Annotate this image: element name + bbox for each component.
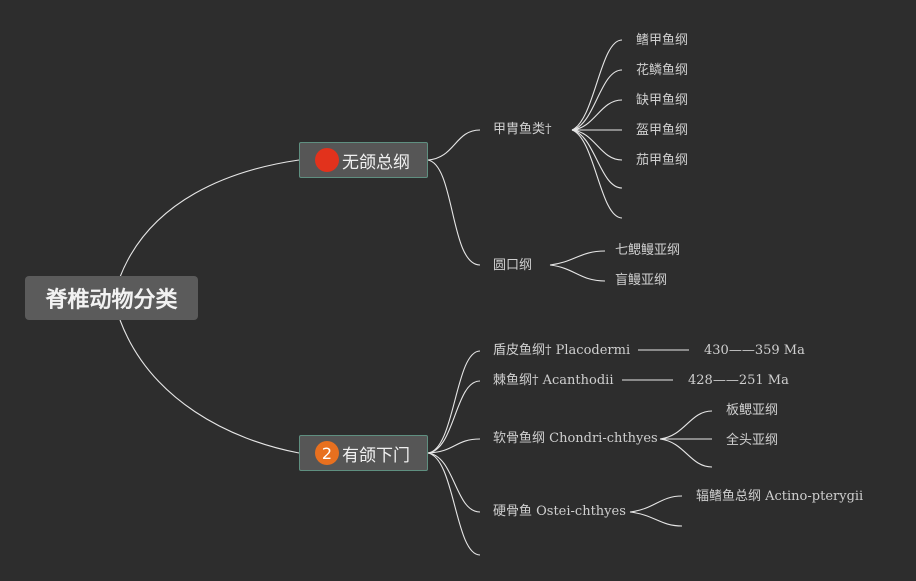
priority-2-icon: 2 [315, 441, 339, 465]
connector-root-branch2 [119, 319, 300, 454]
node-ruangu[interactable]: 软骨鱼纲 Chondri-chthyes [493, 431, 658, 446]
node-jq-item[interactable]: 茄甲鱼纲 [636, 153, 689, 168]
connector-b2-jiyu [427, 380, 481, 454]
root-node[interactable]: 脊椎动物分类 [25, 276, 198, 320]
node-jq-item[interactable]: 鳍甲鱼纲 [636, 33, 689, 48]
node-yk-item[interactable]: 七鳃鳗亚纲 [615, 243, 681, 258]
node-yuankou[interactable]: 圆口纲 [493, 258, 533, 273]
connector-b2-yinggu [427, 452, 481, 513]
branch-node-gnathostomata[interactable]: 2 有颌下门 [299, 435, 428, 471]
node-yk-item[interactable]: 盲鳗亚纲 [615, 273, 668, 288]
connector-jq-3 [571, 99, 623, 131]
connector-rg-3 [659, 438, 713, 468]
branch-node-agnatha[interactable]: 1 无颌总纲 [299, 142, 428, 178]
node-jq-item[interactable]: 盔甲鱼纲 [636, 123, 689, 138]
root-label: 脊椎动物分类 [45, 288, 178, 313]
connector-yg-2 [629, 511, 683, 527]
connector-b2-ruangu [427, 438, 481, 454]
connector-branch1-yuankou [427, 159, 481, 266]
connector-b2-empty [427, 452, 481, 556]
node-yinggu[interactable]: 硬骨鱼 Ostei-chthyes [493, 504, 626, 519]
connector-jq-5 [571, 129, 623, 161]
node-dunpi[interactable]: 盾皮鱼纲† Placodermi [493, 343, 631, 358]
connector-yg-1 [629, 495, 683, 513]
connector-root-branch1 [119, 159, 300, 278]
connector-yk-2 [549, 264, 606, 282]
connector-jq-6 [571, 129, 623, 189]
connector-branch1-jiaqingyu [427, 129, 481, 161]
branch-label: 有颌下门 [342, 445, 410, 466]
connector-jq-2 [571, 69, 623, 131]
node-dunpi-range[interactable]: 430——359 Ma [704, 343, 805, 358]
node-jiaqingyu[interactable]: 甲胄鱼类† [493, 122, 552, 137]
connector-b2-dunpi [427, 350, 481, 454]
branch-label: 无颌总纲 [342, 152, 410, 173]
connector-rg-1 [659, 410, 713, 440]
node-jq-item[interactable]: 花鳞鱼纲 [636, 63, 689, 78]
priority-1-icon: 1 [315, 148, 339, 172]
node-jq-item[interactable]: 缺甲鱼纲 [636, 93, 689, 108]
connector-jq-7 [571, 129, 623, 219]
node-yg-item[interactable]: 辐鳍鱼总纲 Actino-pterygii [696, 489, 864, 504]
node-jiyu-range[interactable]: 428——251 Ma [688, 373, 789, 388]
connector-jq-1 [571, 39, 623, 131]
connector-yk-1 [549, 250, 606, 266]
node-rg-item[interactable]: 板鳃亚纲 [726, 403, 779, 418]
node-rg-item[interactable]: 全头亚纲 [726, 433, 779, 448]
node-jiyu[interactable]: 棘鱼纲† Acanthodii [493, 373, 614, 388]
